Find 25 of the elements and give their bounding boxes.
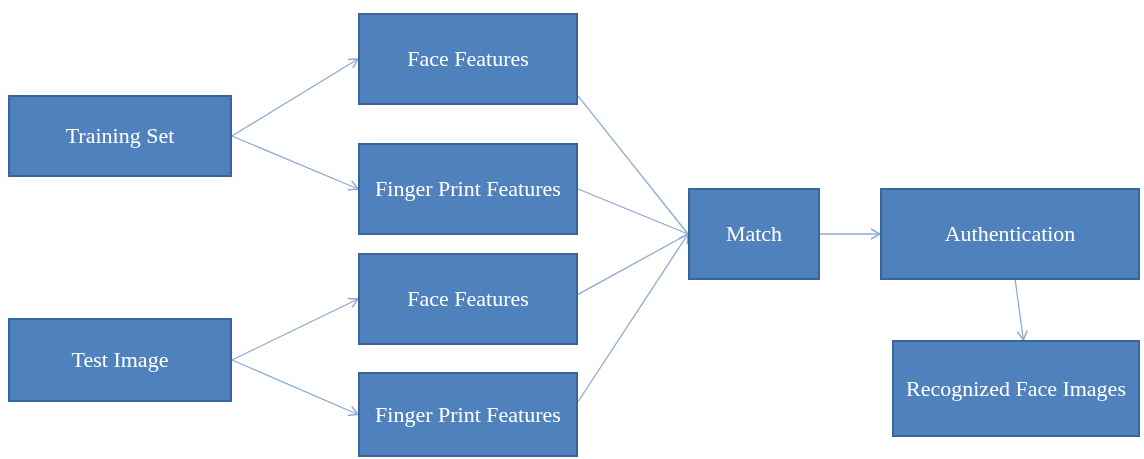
arrow [231,58,359,137]
arrow [819,228,881,240]
process-box [8,95,232,177]
arrow [231,135,359,191]
box-label: Face Features [407,285,529,313]
process-box [358,143,578,235]
box-label: Match [725,220,783,248]
box-label: Test Image [71,346,169,374]
box-label: Face Features [407,45,529,73]
box-label: Recognized Face Images [906,374,1126,403]
process-box [892,340,1140,437]
box-label: Finger Print Features [375,400,561,429]
arrow [231,359,359,417]
process-box [880,188,1140,280]
box-label: Authentication [944,220,1076,248]
process-box [358,13,578,105]
box-label: Training Set [65,122,175,150]
process-box [358,372,578,457]
box-label: Finger Print Features [375,175,561,203]
process-box [358,253,578,345]
arrow [1014,279,1028,341]
arrow [577,233,689,403]
arrow [231,297,359,361]
process-box [688,188,820,280]
process-box [8,318,232,402]
